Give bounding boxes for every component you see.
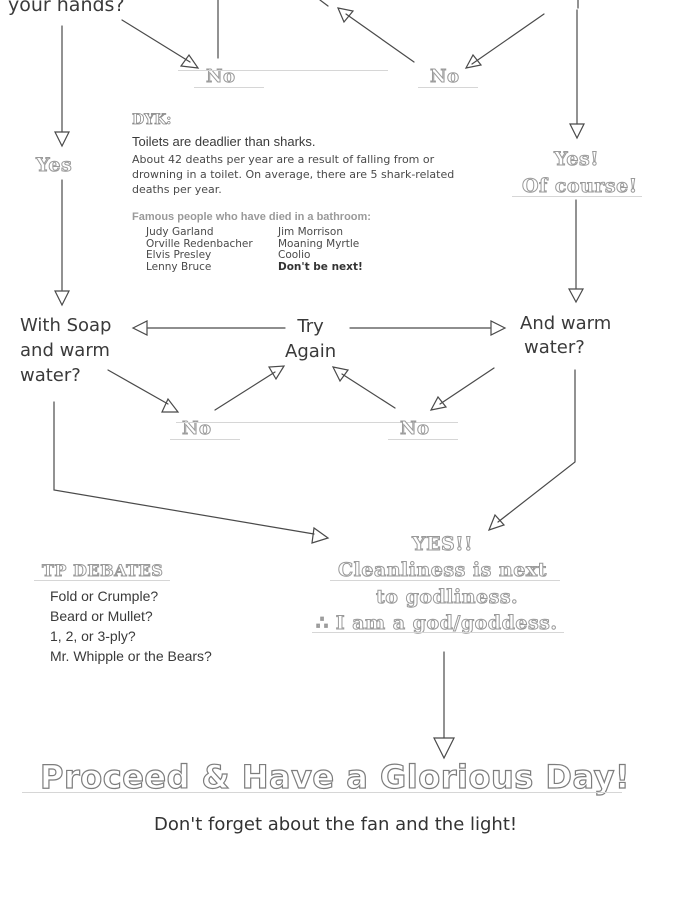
try-again-node: Try Again: [285, 314, 336, 364]
tp-debate-item: Fold or Crumple?: [50, 588, 159, 604]
arrowhead: [336, 7, 355, 24]
did-you-know-box: DYK: Toilets are deadlier than sharks. A…: [132, 112, 455, 273]
arrowhead: [311, 526, 330, 544]
dont-be-next-note: Don't be next!: [278, 260, 363, 273]
divider: [388, 439, 458, 440]
arrowhead: [131, 320, 148, 336]
no-label: No: [399, 418, 430, 440]
arrowhead: [161, 397, 180, 413]
arrowhead: [567, 288, 585, 304]
dyk-heading: DYK:: [132, 112, 172, 129]
famous-col-2: Jim Morrison Moaning Myrtle Coolio Don't…: [278, 226, 363, 273]
dyk-headline: Toilets are deadlier than sharks.: [132, 134, 316, 149]
connector-line: [319, 0, 329, 7]
connector-line: [471, 13, 545, 65]
divider: [22, 792, 622, 793]
famous-list: Judy Garland Orville Redenbacher Elvis P…: [146, 226, 454, 273]
connector-line: [107, 369, 169, 405]
divider: [330, 580, 560, 581]
divider: [34, 580, 170, 581]
tp-debate-item: 1, 2, or 3-ply?: [50, 628, 136, 644]
question-node-and-warm: And warm water?: [520, 312, 611, 360]
no-label: No: [205, 66, 236, 88]
arrowhead: [464, 53, 483, 69]
question-node-fragment: your hands?: [8, 0, 125, 16]
no-label: No: [181, 418, 212, 440]
node-line: With Soap: [20, 315, 112, 336]
connector-line: [121, 19, 191, 63]
famous-person: Judy Garland: [146, 226, 214, 238]
question-node-with-soap: With Soap and warm water?: [20, 313, 112, 388]
arrowhead: [429, 395, 448, 411]
arrowhead: [54, 290, 70, 307]
connector-line: [341, 373, 396, 409]
arrowhead: [54, 131, 70, 148]
famous-person: Lenny Bruce: [146, 260, 212, 273]
divider: [194, 87, 264, 88]
tp-debates-heading: TP DEBATES: [41, 561, 164, 581]
yes-label: Of course!: [522, 175, 638, 198]
connector-line: [497, 369, 576, 523]
connector-line: [214, 371, 276, 411]
famous-col-1: Judy Garland Orville Redenbacher Elvis P…: [146, 226, 278, 273]
node-line: water?: [524, 337, 585, 358]
arrowhead: [487, 513, 506, 531]
node-line: And warm: [520, 313, 612, 334]
arrowhead: [490, 320, 507, 336]
famous-person: Orville Redenbacher: [146, 237, 253, 250]
dyk-body: About 42 deaths per year are a result of…: [132, 152, 454, 197]
connector-line: [345, 13, 415, 63]
connector-line: [439, 367, 495, 405]
arrowhead: [433, 737, 455, 760]
arrowhead: [569, 123, 585, 140]
dyk-body-line: drowning in a toilet. On average, there …: [132, 168, 455, 181]
arrowhead: [179, 53, 200, 69]
divider: [312, 632, 564, 633]
final-yes-heading: YES!!: [412, 533, 473, 556]
yes-label: Yes: [35, 154, 73, 177]
no-label: No: [429, 66, 460, 88]
tp-debate-item: Mr. Whipple or the Bears?: [50, 648, 212, 664]
arrowhead: [267, 365, 286, 381]
reminder-text: Don't forget about the fan and the light…: [154, 814, 518, 835]
arrowhead: [331, 366, 350, 383]
node-line: Again: [285, 341, 337, 362]
final-yes-line: Cleanliness is next: [338, 559, 547, 582]
divider: [176, 422, 458, 423]
dyk-body-line: About 42 deaths per year are a result of…: [132, 153, 435, 166]
famous-heading: Famous people who have died in a bathroo…: [132, 211, 371, 223]
tp-debate-item: Beard or Mullet?: [50, 608, 153, 624]
divider: [418, 87, 478, 88]
final-yes-line: ∴ I am a god/goddess.: [315, 612, 558, 635]
divider: [178, 70, 388, 71]
node-line: and warm: [20, 340, 110, 361]
node-line: Try: [297, 316, 324, 337]
proceed-banner: Proceed & Have a Glorious Day!: [39, 757, 631, 796]
famous-person: Jim Morrison: [278, 226, 343, 238]
famous-person: Moaning Myrtle: [278, 237, 360, 250]
connector-line: [53, 401, 315, 535]
dyk-body-line: deaths per year.: [132, 183, 222, 196]
final-yes-line: to godliness.: [375, 586, 519, 609]
divider: [170, 439, 240, 440]
yes-label: Yes!: [553, 148, 600, 171]
famous-person: Coolio: [278, 249, 311, 261]
node-line: water?: [20, 365, 81, 386]
divider: [512, 196, 642, 197]
famous-person: Elvis Presley: [146, 249, 212, 261]
